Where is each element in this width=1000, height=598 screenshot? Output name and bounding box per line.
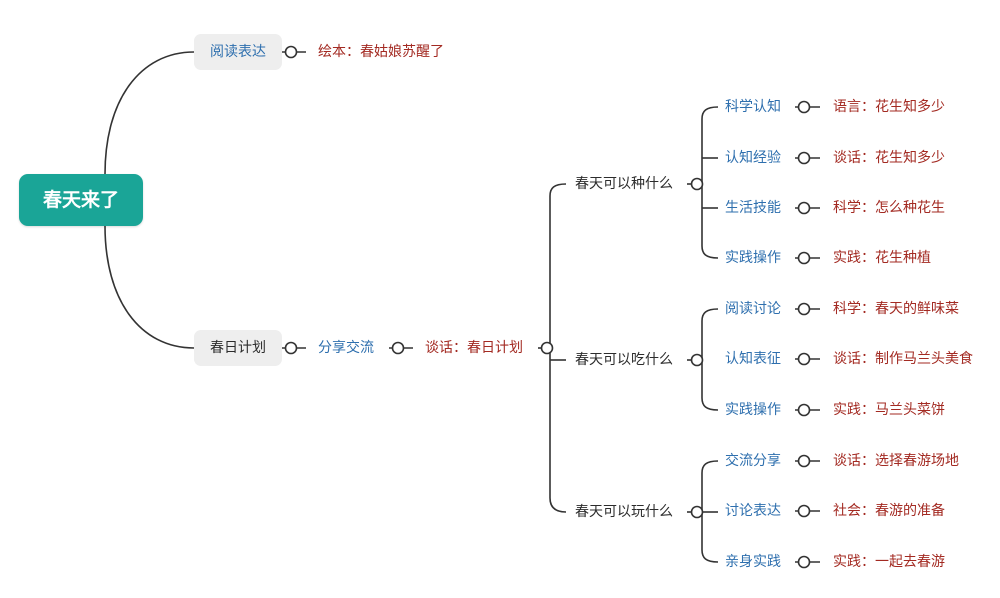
bracket-group-eat [701,308,719,411]
item-activity[interactable]: 谈话：花生知多少 [833,150,945,166]
collapse-toggle-plan[interactable] [284,341,298,355]
collapse-toggle-group-plant[interactable] [690,177,704,191]
item-activity[interactable]: 实践：花生种植 [833,250,931,266]
item-activity[interactable]: 谈话：选择春游场地 [833,453,959,469]
group-plant[interactable]: 春天可以种什么 [575,176,673,192]
collapse-toggle-reading[interactable] [284,45,298,59]
activity-talk[interactable]: 谈话：春日计划 [425,340,523,356]
collapse-toggle-leaf[interactable] [797,352,811,366]
collapse-toggle-share[interactable] [391,341,405,355]
item-activity[interactable]: 科学：怎么种花生 [833,200,945,216]
collapse-toggle-leaf[interactable] [797,504,811,518]
item-category[interactable]: 阅读讨论 [725,301,781,317]
item-category[interactable]: 实践操作 [725,250,781,266]
item-activity[interactable]: 语言：花生知多少 [833,99,945,115]
topic-share[interactable]: 分享交流 [318,340,374,356]
collapse-toggle-group-play[interactable] [690,505,704,519]
group-eat[interactable]: 春天可以吃什么 [575,352,673,368]
collapse-toggle-leaf[interactable] [797,403,811,417]
item-category[interactable]: 实践操作 [725,402,781,418]
item-activity[interactable]: 谈话：制作马兰头美食 [833,351,973,367]
item-activity[interactable]: 科学：春天的鲜味菜 [833,301,959,317]
group-play[interactable]: 春天可以玩什么 [575,504,673,520]
collapse-toggle-leaf[interactable] [797,251,811,265]
item-category[interactable]: 交流分享 [725,453,781,469]
topic-reading[interactable]: 阅读表达 [194,34,282,70]
item-activity[interactable]: 实践：一起去春游 [833,554,945,570]
item-category[interactable]: 科学认知 [725,99,781,115]
item-category[interactable]: 讨论表达 [725,503,781,519]
collapse-toggle-leaf[interactable] [797,100,811,114]
item-activity[interactable]: 实践：马兰头菜饼 [833,402,945,418]
topic-plan[interactable]: 春日计划 [194,330,282,366]
collapse-toggle-talk[interactable] [540,341,554,355]
item-category[interactable]: 认知表征 [725,351,781,367]
item-category[interactable]: 生活技能 [725,200,781,216]
collapse-toggle-leaf[interactable] [797,151,811,165]
collapse-toggle-leaf[interactable] [797,454,811,468]
connector-root-reading [104,51,195,175]
item-category[interactable]: 亲身实践 [725,554,781,570]
collapse-toggle-group-eat[interactable] [690,353,704,367]
collapse-toggle-leaf[interactable] [797,555,811,569]
collapse-toggle-leaf[interactable] [797,302,811,316]
item-activity[interactable]: 社会：春游的准备 [833,503,945,519]
activity-reading[interactable]: 绘本：春姑娘苏醒了 [318,44,444,60]
item-category[interactable]: 认知经验 [725,150,781,166]
collapse-toggle-leaf[interactable] [797,201,811,215]
connector-root-plan [104,225,195,349]
root-topic[interactable]: 春天来了 [19,174,143,226]
bracket-group-plant [701,106,719,259]
